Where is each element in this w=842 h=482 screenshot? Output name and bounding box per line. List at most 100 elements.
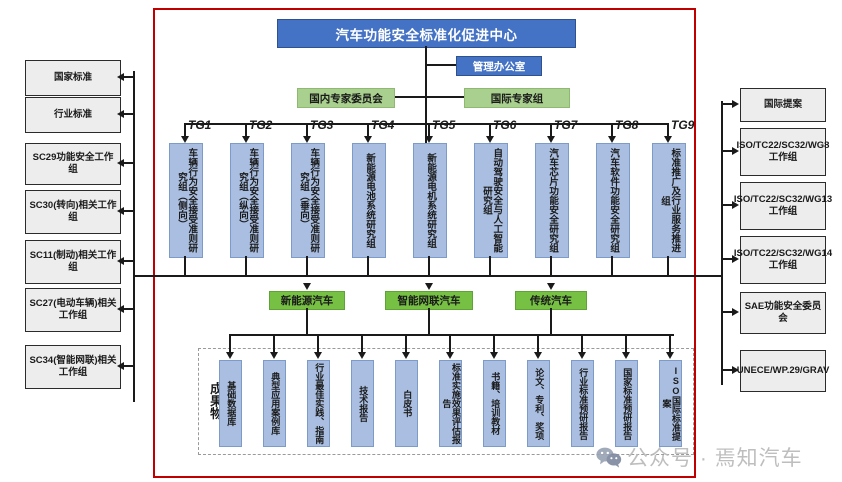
- deliverable-box-2[interactable]: 行业最佳实践、指南: [307, 360, 330, 447]
- deliverable-drop-8: [581, 334, 583, 353]
- tg-box-tg6[interactable]: 自动驾驶安全与人工智能研究组: [474, 143, 508, 258]
- deliverables-spread-bus: [229, 334, 674, 336]
- center-title: 汽车功能安全标准化促进中心: [277, 19, 576, 48]
- tg-box-label: 车辆行为安全接受准则研究组（纵向）: [237, 148, 259, 253]
- tg-label-tg8: TG8: [615, 118, 639, 132]
- deliverables-frame: [198, 348, 694, 455]
- tg-label-tg5: TG5: [432, 118, 456, 132]
- tg-drop-tg8: [611, 123, 613, 136]
- tg-drop-tg6: [489, 123, 491, 136]
- deliverable-box-10[interactable]: ISO国际标准提案: [659, 360, 682, 447]
- domain-arrow-2: [547, 283, 555, 290]
- tg-box-tg1[interactable]: 车辆行为安全接受准则研究组（侧向）: [169, 143, 203, 258]
- tg-box-tg2[interactable]: 车辆行为安全接受准则研究组（纵向）: [230, 143, 264, 258]
- deliverable-box-1[interactable]: 典型应用案例库: [263, 360, 286, 447]
- left-item-5[interactable]: SC27(电动车辆)相关工作组: [25, 288, 121, 332]
- deliverable-label: 行业标准预研报告: [578, 367, 589, 440]
- tg-label-tg4: TG4: [371, 118, 395, 132]
- left-bus-feed: [133, 275, 186, 277]
- deliverable-drop-10: [669, 334, 671, 353]
- deliverable-label: 标准实施效果评估报告: [441, 363, 461, 444]
- right-item-0[interactable]: 国际提案: [740, 88, 826, 122]
- domain-box-1[interactable]: 智能网联汽车: [385, 291, 473, 310]
- management-office-box: 管理办公室: [456, 56, 542, 76]
- left-item-1[interactable]: 行业标准: [25, 97, 121, 133]
- left-item-6[interactable]: SC34(智能网联)相关工作组: [25, 345, 121, 389]
- tg-box-tg3[interactable]: 车辆行为安全接受准则研究组（垂向）: [291, 143, 325, 258]
- right-item-5[interactable]: UNECE/WP.29/GRAV: [737, 350, 829, 392]
- deliverable-drop-4: [405, 334, 407, 353]
- tg-box-tg5[interactable]: 新能源电机系统研究组: [413, 143, 447, 258]
- right-arrow-5: [732, 366, 739, 374]
- tg-arrow-tg2: [242, 136, 250, 143]
- tg-label-tg9: TG9: [671, 118, 695, 132]
- deliverable-label: 行业最佳实践、指南: [314, 363, 325, 444]
- tg-drop-tg3: [306, 123, 308, 136]
- deliverable-drop-6: [493, 334, 495, 353]
- deliverable-drop-0: [229, 334, 231, 353]
- left-connector-5: [124, 308, 134, 310]
- right-item-1[interactable]: ISO/TC22/SC32/WG8工作组: [737, 128, 829, 176]
- left-item-4[interactable]: SC11(制动)相关工作组: [25, 240, 121, 284]
- right-arrow-2: [732, 201, 739, 209]
- tg-drop-tg7: [550, 123, 552, 136]
- right-vertical-bus: [721, 101, 723, 385]
- left-connector-6: [124, 365, 134, 367]
- left-item-3[interactable]: SC30(转向)相关工作组: [25, 190, 121, 234]
- deliverable-arrow-6: [490, 352, 498, 359]
- tg-tail-tg1: [184, 256, 186, 276]
- deliverable-box-8[interactable]: 行业标准预研报告: [571, 360, 594, 447]
- domain-arrow-1: [425, 283, 433, 290]
- tg-box-label: 汽车芯片功能安全研究组: [547, 148, 559, 253]
- left-arrow-5: [117, 305, 124, 313]
- tg-box-tg4[interactable]: 新能源电池系统研究组: [352, 143, 386, 258]
- right-arrow-0: [732, 100, 739, 108]
- left-item-0[interactable]: 国家标准: [25, 60, 121, 96]
- deliverable-drop-7: [537, 334, 539, 353]
- deliverable-label: 论文、专利、奖项: [534, 367, 545, 440]
- domain-tail-2: [550, 308, 552, 335]
- tg-box-tg8[interactable]: 汽车软件功能安全研究组: [596, 143, 630, 258]
- left-connector-4: [124, 260, 134, 262]
- deliverable-label: ISO国际标准提案: [661, 366, 681, 441]
- tg-tail-tg9: [667, 256, 669, 276]
- deliverable-box-6[interactable]: 书籍、培训教材: [483, 360, 506, 447]
- tg-box-label: 新能源电池系统研究组: [364, 153, 376, 248]
- left-item-2[interactable]: SC29功能安全工作组: [25, 143, 121, 185]
- domain-box-2[interactable]: 传统汽车: [515, 291, 587, 310]
- tg-box-tg7[interactable]: 汽车芯片功能安全研究组: [535, 143, 569, 258]
- tg-tail-tg6: [489, 256, 491, 276]
- deliverable-box-4[interactable]: 白皮书: [395, 360, 418, 447]
- domain-arrow-0: [303, 283, 311, 290]
- right-item-4[interactable]: SAE功能安全委员会: [740, 292, 826, 334]
- right-connector-1: [722, 150, 733, 152]
- left-connector-0: [124, 76, 134, 78]
- right-arrow-1: [732, 147, 739, 155]
- left-arrow-2: [117, 159, 124, 167]
- deliverable-label: 基础数据库: [226, 381, 237, 426]
- right-item-3[interactable]: ISO/TC22/SC32/WG14工作组: [734, 236, 832, 284]
- tg-box-tg9[interactable]: 标准推广及行业服务推进组: [652, 143, 686, 258]
- deliverable-box-9[interactable]: 国家标准预研报告: [615, 360, 638, 447]
- deliverable-box-5[interactable]: 标准实施效果评估报告: [439, 360, 462, 447]
- tg-tail-tg4: [367, 256, 369, 276]
- right-item-2[interactable]: ISO/TC22/SC32/WG13工作组: [734, 182, 832, 230]
- tg-label-tg6: TG6: [493, 118, 517, 132]
- office-connector: [425, 64, 458, 66]
- deliverable-box-3[interactable]: 技术报告: [351, 360, 374, 447]
- tg-arrow-tg4: [364, 136, 372, 143]
- tg-arrow-tg7: [547, 136, 555, 143]
- deliverable-box-0[interactable]: 基础数据库: [219, 360, 242, 447]
- domain-box-0[interactable]: 新能源汽车: [269, 291, 345, 310]
- deliverable-box-7[interactable]: 论文、专利、奖项: [527, 360, 550, 447]
- right-connector-3: [722, 258, 733, 260]
- left-arrow-1: [117, 110, 124, 118]
- deliverable-arrow-8: [578, 352, 586, 359]
- intl-expert-connector: [425, 96, 466, 98]
- deliverable-drop-5: [449, 334, 451, 353]
- tg-tail-tg2: [245, 256, 247, 276]
- tg-box-label: 新能源电机系统研究组: [425, 153, 437, 248]
- left-arrow-6: [117, 362, 124, 370]
- left-connector-1: [124, 113, 134, 115]
- deliverable-arrow-2: [314, 352, 322, 359]
